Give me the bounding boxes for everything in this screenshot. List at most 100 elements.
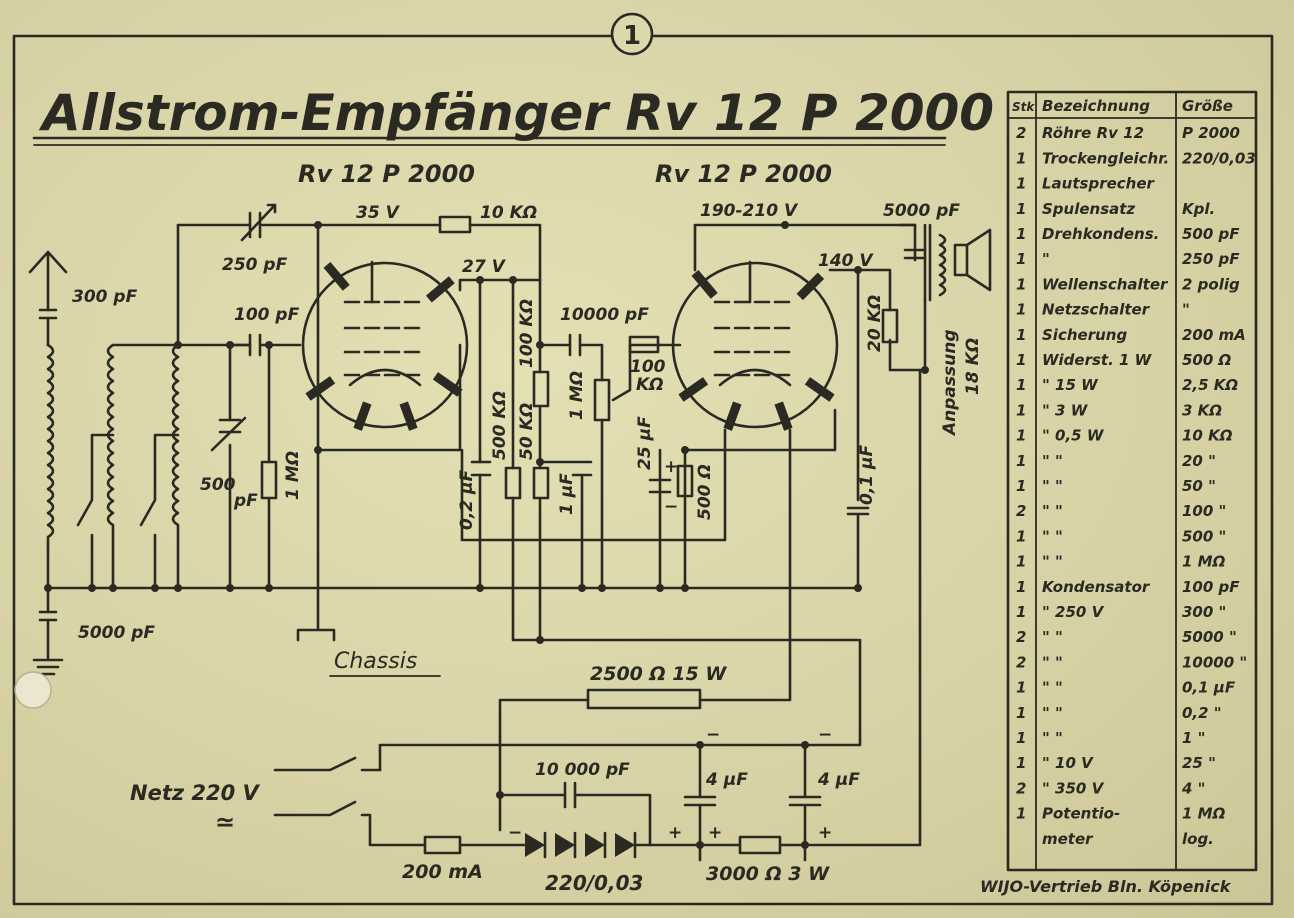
table-cell-name: " " (1042, 477, 1063, 495)
label-minus-4uf-2: − (818, 725, 832, 745)
label-10kohm: 10 KΩ (480, 203, 537, 223)
table-cell-qty: 1 (1016, 149, 1026, 167)
table-cell-qty: 1 (1016, 527, 1026, 545)
table-cell-qty: 1 (1016, 401, 1026, 419)
table-cell-size: 1 MΩ (1182, 553, 1226, 571)
table-cell-name: " " (1042, 679, 1063, 697)
label-plus-ps-1: + (668, 823, 682, 843)
table-cell-qty: 1 (1016, 250, 1026, 268)
table-cell-name: " " (1042, 452, 1063, 470)
label-300pf: 300 pF (72, 287, 138, 307)
table-cell-size: 50 " (1182, 477, 1216, 495)
table-cell-qty: 2 (1016, 124, 1026, 142)
table-cell-qty: 1 (1016, 351, 1026, 369)
label-50kohm: 50 KΩ (517, 403, 537, 460)
label-500ohm: 500 Ω (695, 464, 715, 520)
table-cell-name: " " (1042, 704, 1063, 722)
table-cell-qty: 1 (1016, 679, 1026, 697)
table-cell-size: 0,2 " (1182, 704, 1222, 722)
label-minus-25uf: − (664, 497, 678, 517)
table-cell-qty: 1 (1016, 553, 1026, 571)
table-cell-size: 220/0,03 (1182, 149, 1256, 167)
table-cell-qty: 1 (1016, 225, 1026, 243)
table-cell-name: " " (1042, 502, 1063, 520)
label-minus-4uf-1: − (706, 725, 720, 745)
label-10000pf-ps: 10 000 pF (535, 760, 630, 780)
table-cell-name: Sicherung (1042, 326, 1127, 344)
table-header-name: Bezeichnung (1042, 97, 1150, 115)
table-cell-size: 2,5 KΩ (1182, 376, 1238, 394)
table-cell-qty: 1 (1016, 200, 1026, 218)
table-cell-name: " (1042, 250, 1050, 268)
label-ac-symbol: ≃ (215, 808, 235, 836)
table-cell-size: 20 " (1182, 452, 1216, 470)
label-1mohm-grid: 1 MΩ (283, 451, 303, 500)
table-cell-name: Röhre Rv 12 (1042, 124, 1144, 142)
table-cell-size: 500 pF (1182, 225, 1240, 243)
table-cell-name: " 15 W (1042, 376, 1099, 394)
table-cell-size: 0,1 µF (1182, 679, 1236, 697)
table-cell-name: " 10 V (1042, 754, 1094, 772)
table-cell-size: 250 pF (1182, 250, 1240, 268)
table-cell-size: 25 " (1182, 754, 1216, 772)
label-pf: pF (233, 491, 258, 511)
label-190-210v: 190-210 V (700, 201, 799, 221)
label-18kohm: 18 KΩ (963, 338, 983, 395)
label-35v: 35 V (356, 203, 401, 223)
label-1mohm-pot: 1 MΩ (567, 371, 587, 420)
table-cell-name: Trockengleichr. (1042, 149, 1169, 167)
tube1-label: Rv 12 P 2000 (298, 160, 475, 188)
label-kohm-grid: KΩ (636, 375, 664, 395)
label-500kohm: 500 KΩ (490, 391, 510, 460)
label-2500ohm-15w: 2500 Ω 15 W (590, 663, 727, 685)
label-chassis: Chassis (334, 649, 417, 674)
table-cell-qty: 1 (1016, 301, 1026, 319)
table-cell-size: 300 " (1182, 603, 1226, 621)
table-cell-size: log. (1182, 830, 1214, 848)
label-plus-ps-2: + (708, 823, 722, 843)
table-cell-qty: 1 (1016, 729, 1026, 747)
label-4uf-2: 4 µF (817, 770, 860, 790)
label-netz-220v: Netz 220 V (130, 781, 261, 805)
table-cell-name: " 350 V (1042, 779, 1105, 797)
table-cell-size: 10000 " (1182, 653, 1247, 671)
table-cell-name: Spulensatz (1042, 200, 1135, 218)
table-cell-qty: 1 (1016, 275, 1026, 293)
table-cell-size: 3 KΩ (1182, 401, 1222, 419)
table-cell-size: 4 " (1181, 779, 1205, 797)
table-cell-size: 1 " (1182, 729, 1205, 747)
table-cell-qty: 1 (1016, 427, 1026, 445)
table-header-size: Größe (1182, 97, 1233, 115)
table-cell-name: Widerst. 1 W (1042, 351, 1153, 369)
table-cell-size: " (1182, 301, 1190, 319)
table-cell-name: " " (1042, 653, 1063, 671)
table-cell-name: Drehkondens. (1042, 225, 1159, 243)
table-cell-size: 500 Ω (1182, 351, 1232, 369)
table-cell-name: " 3 W (1042, 401, 1089, 419)
label-4uf-1: 4 µF (705, 770, 748, 790)
label-1uf: 1 µF (557, 473, 577, 515)
table-cell-name: " " (1042, 553, 1063, 571)
table-cell-qty: 1 (1016, 578, 1026, 596)
table-cell-size: 10 KΩ (1182, 427, 1233, 445)
table-cell-qty: 1 (1016, 326, 1026, 344)
table-cell-name: Netzschalter (1042, 301, 1151, 319)
table-cell-qty: 1 (1016, 704, 1026, 722)
publisher-label: WIJO-Vertrieb Bln. Köpenick (980, 877, 1232, 896)
table-cell-qty: 2 (1016, 502, 1026, 520)
table-cell-qty: 1 (1016, 754, 1026, 772)
table-cell-name: Kondensator (1042, 578, 1151, 596)
label-200ma: 200 mA (402, 861, 483, 883)
table-cell-qty: 1 (1016, 376, 1026, 394)
table-cell-qty: 1 (1016, 805, 1026, 823)
table-cell-name: meter (1042, 830, 1094, 848)
label-20kohm: 20 KΩ (865, 295, 885, 352)
table-cell-size: 200 mA (1182, 326, 1246, 344)
tube2-label: Rv 12 P 2000 (655, 160, 832, 188)
label-0-1uf: 0,1 µF (857, 444, 877, 505)
table-cell-size: 1 MΩ (1182, 805, 1226, 823)
punch-hole (14, 671, 52, 709)
label-140v: 140 V (818, 251, 874, 271)
